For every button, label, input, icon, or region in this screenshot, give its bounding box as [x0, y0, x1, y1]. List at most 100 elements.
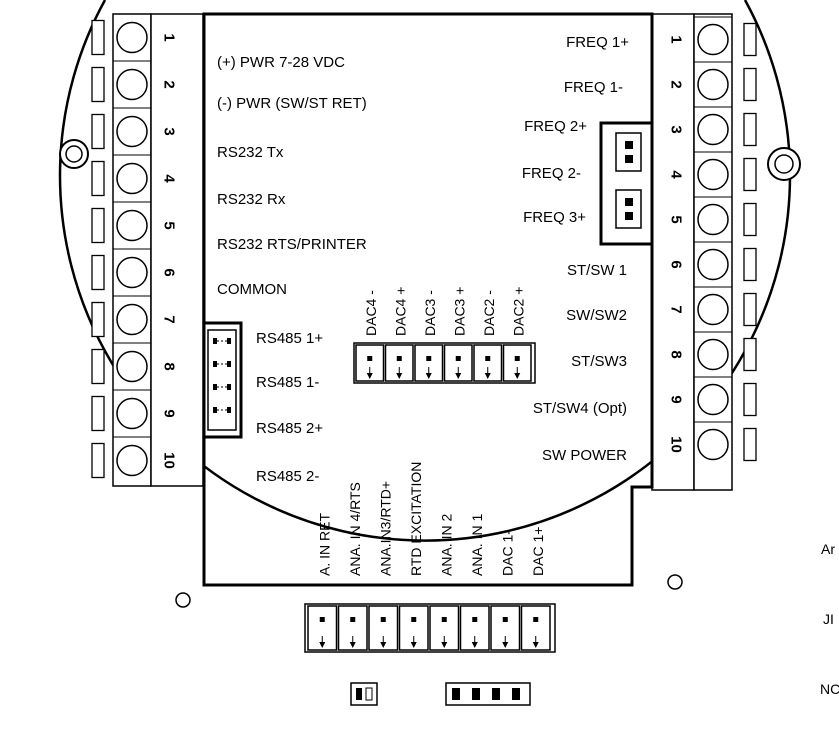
bottom-connector-label: RTD EXCITATION: [408, 462, 424, 576]
wire-slot-left: [91, 207, 105, 244]
board-outline: [58, 0, 792, 542]
wire-slot-right: [743, 292, 757, 327]
freq-jumper-block: [599, 121, 654, 246]
terminal-number-left: 3: [161, 127, 178, 135]
screw-terminal-right: [697, 428, 729, 461]
screw-terminal-left: [116, 256, 148, 289]
wire-slot-left: [91, 160, 105, 197]
small-hole-left: [175, 592, 191, 608]
label-rs232-rts: RS232 RTS/PRINTER: [217, 236, 367, 253]
label-rs232-tx: RS232 Tx: [217, 144, 284, 161]
terminal-number-right: 3: [668, 125, 685, 133]
wire-slot-right: [743, 337, 757, 372]
mount-hole-left: [65, 145, 83, 163]
dac-connector-row: [353, 342, 536, 384]
label-sw-power: SW POWER: [542, 447, 627, 464]
label-common: COMMON: [217, 281, 287, 298]
screw-terminal-right: [697, 203, 729, 236]
label-rs485-1minus: RS485 1-: [256, 374, 319, 391]
wire-slot-left: [91, 395, 105, 432]
dac-label: DAC2 +: [510, 287, 526, 336]
bottom-connector-label: DAC 1+: [530, 527, 546, 576]
wire-slot-right: [743, 247, 757, 282]
small-hole-right: [667, 574, 683, 590]
terminal-number-right: 5: [668, 215, 685, 223]
terminal-number-right: 2: [668, 80, 685, 88]
terminal-number-left: 7: [161, 315, 178, 323]
dac-label: DAC2 -: [481, 290, 497, 336]
label-freq-3plus: FREQ 3+: [523, 209, 586, 226]
wire-slot-left: [91, 301, 105, 338]
label-freq-2plus: FREQ 2+: [524, 118, 587, 135]
wire-slot-left: [91, 113, 105, 150]
wire-slot-right: [743, 427, 757, 462]
terminal-number-left: 10: [161, 452, 178, 469]
label-rs485-2plus: RS485 2+: [256, 420, 323, 437]
wire-slot-left: [91, 19, 105, 56]
wire-slot-left: [91, 348, 105, 385]
label-freq-1plus: FREQ 1+: [566, 34, 629, 51]
wire-slot-left: [91, 66, 105, 103]
screw-terminal-right: [697, 113, 729, 146]
screw-terminal-left: [116, 209, 148, 242]
label-st-sw4: ST/SW4 (Opt): [533, 400, 627, 417]
terminal-number-left: 1: [161, 33, 178, 41]
mount-tab-right: [767, 147, 801, 181]
screw-terminal-right: [697, 248, 729, 281]
screw-terminal-left: [116, 21, 148, 54]
screw-terminal-right: [697, 158, 729, 191]
screw-terminal-left: [116, 397, 148, 430]
dac-label: DAC4 +: [392, 287, 408, 336]
screw-terminal-right: [697, 383, 729, 416]
terminal-number-right: 8: [668, 350, 685, 358]
bottom-connector-label: ANA. IN 4/RTS: [347, 482, 363, 576]
screw-terminal-left: [116, 162, 148, 195]
terminal-number-left: 6: [161, 268, 178, 276]
terminal-number-left: 4: [161, 174, 178, 183]
label-pwr-plus: (+) PWR 7-28 VDC: [217, 54, 345, 71]
side-text-2: JI: [823, 611, 834, 627]
label-freq-2minus: FREQ 2-: [522, 165, 581, 182]
wire-slot-right: [743, 112, 757, 147]
terminal-number-left: 2: [161, 80, 178, 88]
bottom-connector-label: ANA. IN 1: [469, 514, 485, 576]
wire-slot-right: [743, 22, 757, 57]
label-pwr-minus: (-) PWR (SW/ST RET): [217, 95, 367, 112]
bottom-connector-label: A. IN RET: [316, 513, 332, 576]
label-sw-sw2: SW/SW2: [566, 307, 627, 324]
screw-terminal-right: [697, 293, 729, 326]
wire-slot-right: [743, 157, 757, 192]
wire-slot-left: [91, 442, 105, 479]
screw-terminal-left: [116, 350, 148, 383]
label-st-sw1: ST/SW 1: [567, 262, 627, 279]
terminal-number-left: 9: [161, 409, 178, 417]
terminal-number-right: 9: [668, 395, 685, 403]
terminal-number-right: 6: [668, 260, 685, 268]
label-rs485-1plus: RS485 1+: [256, 330, 323, 347]
screw-terminal-right: [697, 23, 729, 56]
screw-terminal-right: [697, 338, 729, 371]
label-rs485-2minus: RS485 2-: [256, 468, 319, 485]
dac-label: DAC3 +: [451, 287, 467, 336]
bottom-jumpers: [350, 682, 531, 706]
label-rs232-rx: RS232 Rx: [217, 191, 286, 208]
terminal-number-right: 1: [668, 35, 685, 43]
bottom-connector-label: ANA.IN3/RTD+: [377, 481, 393, 576]
dac-label: DAC3 -: [422, 290, 438, 336]
terminal-number-right: 7: [668, 305, 685, 313]
wire-slot-left: [91, 254, 105, 291]
mount-tab-left: [59, 139, 89, 169]
wire-slot-right: [743, 67, 757, 102]
side-text-1: Ar: [821, 541, 835, 557]
dac-label: DAC4 -: [363, 290, 379, 336]
bottom-connector-pin: [307, 605, 338, 651]
screw-terminal-left: [116, 115, 148, 148]
screw-terminal-left: [116, 303, 148, 336]
wire-slot-right: [743, 382, 757, 417]
screw-terminal-right: [697, 68, 729, 101]
bottom-connector-label: DAC 1-: [499, 530, 515, 576]
wire-slot-right: [743, 202, 757, 237]
